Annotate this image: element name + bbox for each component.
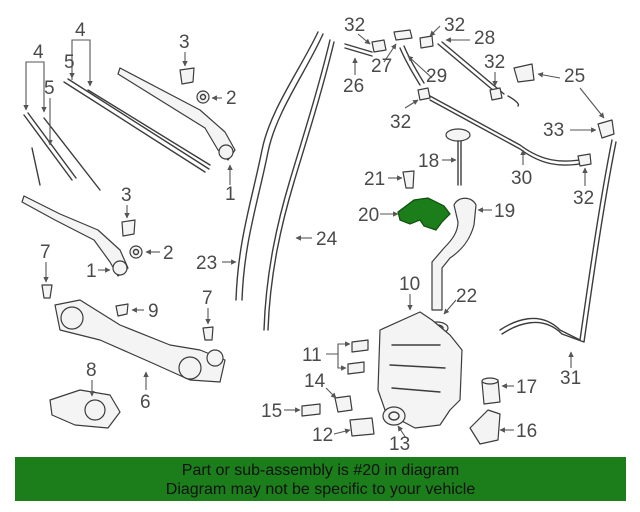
callout-4b: 4 <box>75 20 86 41</box>
bolt-9 <box>115 303 129 317</box>
hose-29 <box>399 45 425 86</box>
part-12 <box>349 417 375 437</box>
tee-27 <box>393 29 413 41</box>
callout-19: 19 <box>494 201 515 222</box>
callout-32c: 32 <box>484 52 505 73</box>
wiper-blade-lower <box>31 117 101 191</box>
callout-20: 20 <box>358 205 379 226</box>
wiper-arm-lower <box>21 195 129 277</box>
callout-labels: 4 5 4 5 3 2 1 3 2 1 7 9 7 8 6 23 24 32 3… <box>33 15 594 455</box>
callout-2a: 2 <box>226 88 237 109</box>
callout-8: 8 <box>86 360 97 381</box>
wiper-blade-upper <box>23 78 211 181</box>
callout-21: 21 <box>364 169 385 190</box>
callout-16: 16 <box>516 421 537 442</box>
part-17 <box>481 377 501 405</box>
bolt-7a <box>41 284 53 299</box>
filler-neck-19 <box>431 197 477 311</box>
banner-line-disclaimer: Diagram may not be specific to your vehi… <box>165 481 476 498</box>
callout-32e: 32 <box>573 188 594 209</box>
wiper-linkage <box>54 299 226 383</box>
callout-14: 14 <box>304 371 326 392</box>
callout-30: 30 <box>511 168 532 189</box>
wiper-arm-upper <box>117 67 236 161</box>
hose-33 <box>507 95 520 107</box>
cap-3a <box>179 67 195 85</box>
callout-27: 27 <box>371 56 392 77</box>
cap-3b <box>121 219 136 237</box>
callout-24: 24 <box>316 229 338 250</box>
nozzle-25 <box>513 63 615 139</box>
nut-2b <box>129 245 143 259</box>
hose-26 <box>344 43 373 57</box>
callout-5a: 5 <box>44 78 55 99</box>
filler-cap-18 <box>445 128 471 186</box>
callout-33: 33 <box>543 120 564 141</box>
callout-17: 17 <box>516 377 537 398</box>
hose-23 <box>235 31 324 301</box>
callout-10: 10 <box>399 274 420 295</box>
connector-32d <box>417 87 431 101</box>
callout-7a: 7 <box>40 242 51 263</box>
bolt-7b <box>202 326 214 341</box>
callout-3b: 3 <box>121 185 132 206</box>
pump-16 <box>469 409 501 445</box>
callout-4a: 4 <box>33 42 44 63</box>
connector-32e <box>577 153 592 167</box>
callout-32d: 32 <box>390 112 411 133</box>
callout-6: 6 <box>140 392 151 413</box>
washer-reservoir-10 <box>377 311 463 429</box>
bolt-11 <box>347 339 369 375</box>
bracket-20-highlight <box>397 197 451 231</box>
callout-22: 22 <box>456 286 477 307</box>
callout-32b: 32 <box>444 15 465 36</box>
callout-5b: 5 <box>64 52 75 73</box>
callout-26: 26 <box>343 76 364 97</box>
hose-31 <box>499 139 617 343</box>
callout-1a: 1 <box>225 184 236 205</box>
grommet-13 <box>382 406 406 426</box>
callout-7b: 7 <box>202 288 213 309</box>
callout-1b: 1 <box>86 261 97 282</box>
callout-32a: 32 <box>344 15 365 36</box>
connector-32b <box>419 35 434 49</box>
bolt-21 <box>402 170 415 189</box>
nut-2a <box>196 90 210 104</box>
connector-32a <box>371 39 387 53</box>
wiper-motor <box>49 389 121 429</box>
connector-32c <box>489 87 503 101</box>
callout-31: 31 <box>560 368 581 389</box>
leader-lines <box>23 25 605 439</box>
part-14 <box>334 395 353 413</box>
callout-25: 25 <box>564 66 585 87</box>
banner-line-part: Part or sub-assembly is #20 in diagram <box>181 462 460 479</box>
callout-28: 28 <box>474 28 495 49</box>
callout-15: 15 <box>261 401 282 422</box>
hose-24 <box>263 39 335 331</box>
callout-2b: 2 <box>163 243 174 264</box>
part-15 <box>301 403 321 417</box>
callout-9: 9 <box>148 301 159 322</box>
info-banner: Part or sub-assembly is #20 in diagram D… <box>15 457 626 501</box>
callout-12: 12 <box>312 425 333 446</box>
callout-23: 23 <box>196 253 217 274</box>
callout-11: 11 <box>302 345 322 366</box>
callout-3a: 3 <box>179 32 190 53</box>
callout-18: 18 <box>418 151 439 172</box>
parts-diagram: 4 5 4 5 3 2 1 3 2 1 7 9 7 8 6 23 24 32 3… <box>21 15 617 455</box>
callout-13: 13 <box>389 434 410 455</box>
callout-29: 29 <box>426 66 447 87</box>
